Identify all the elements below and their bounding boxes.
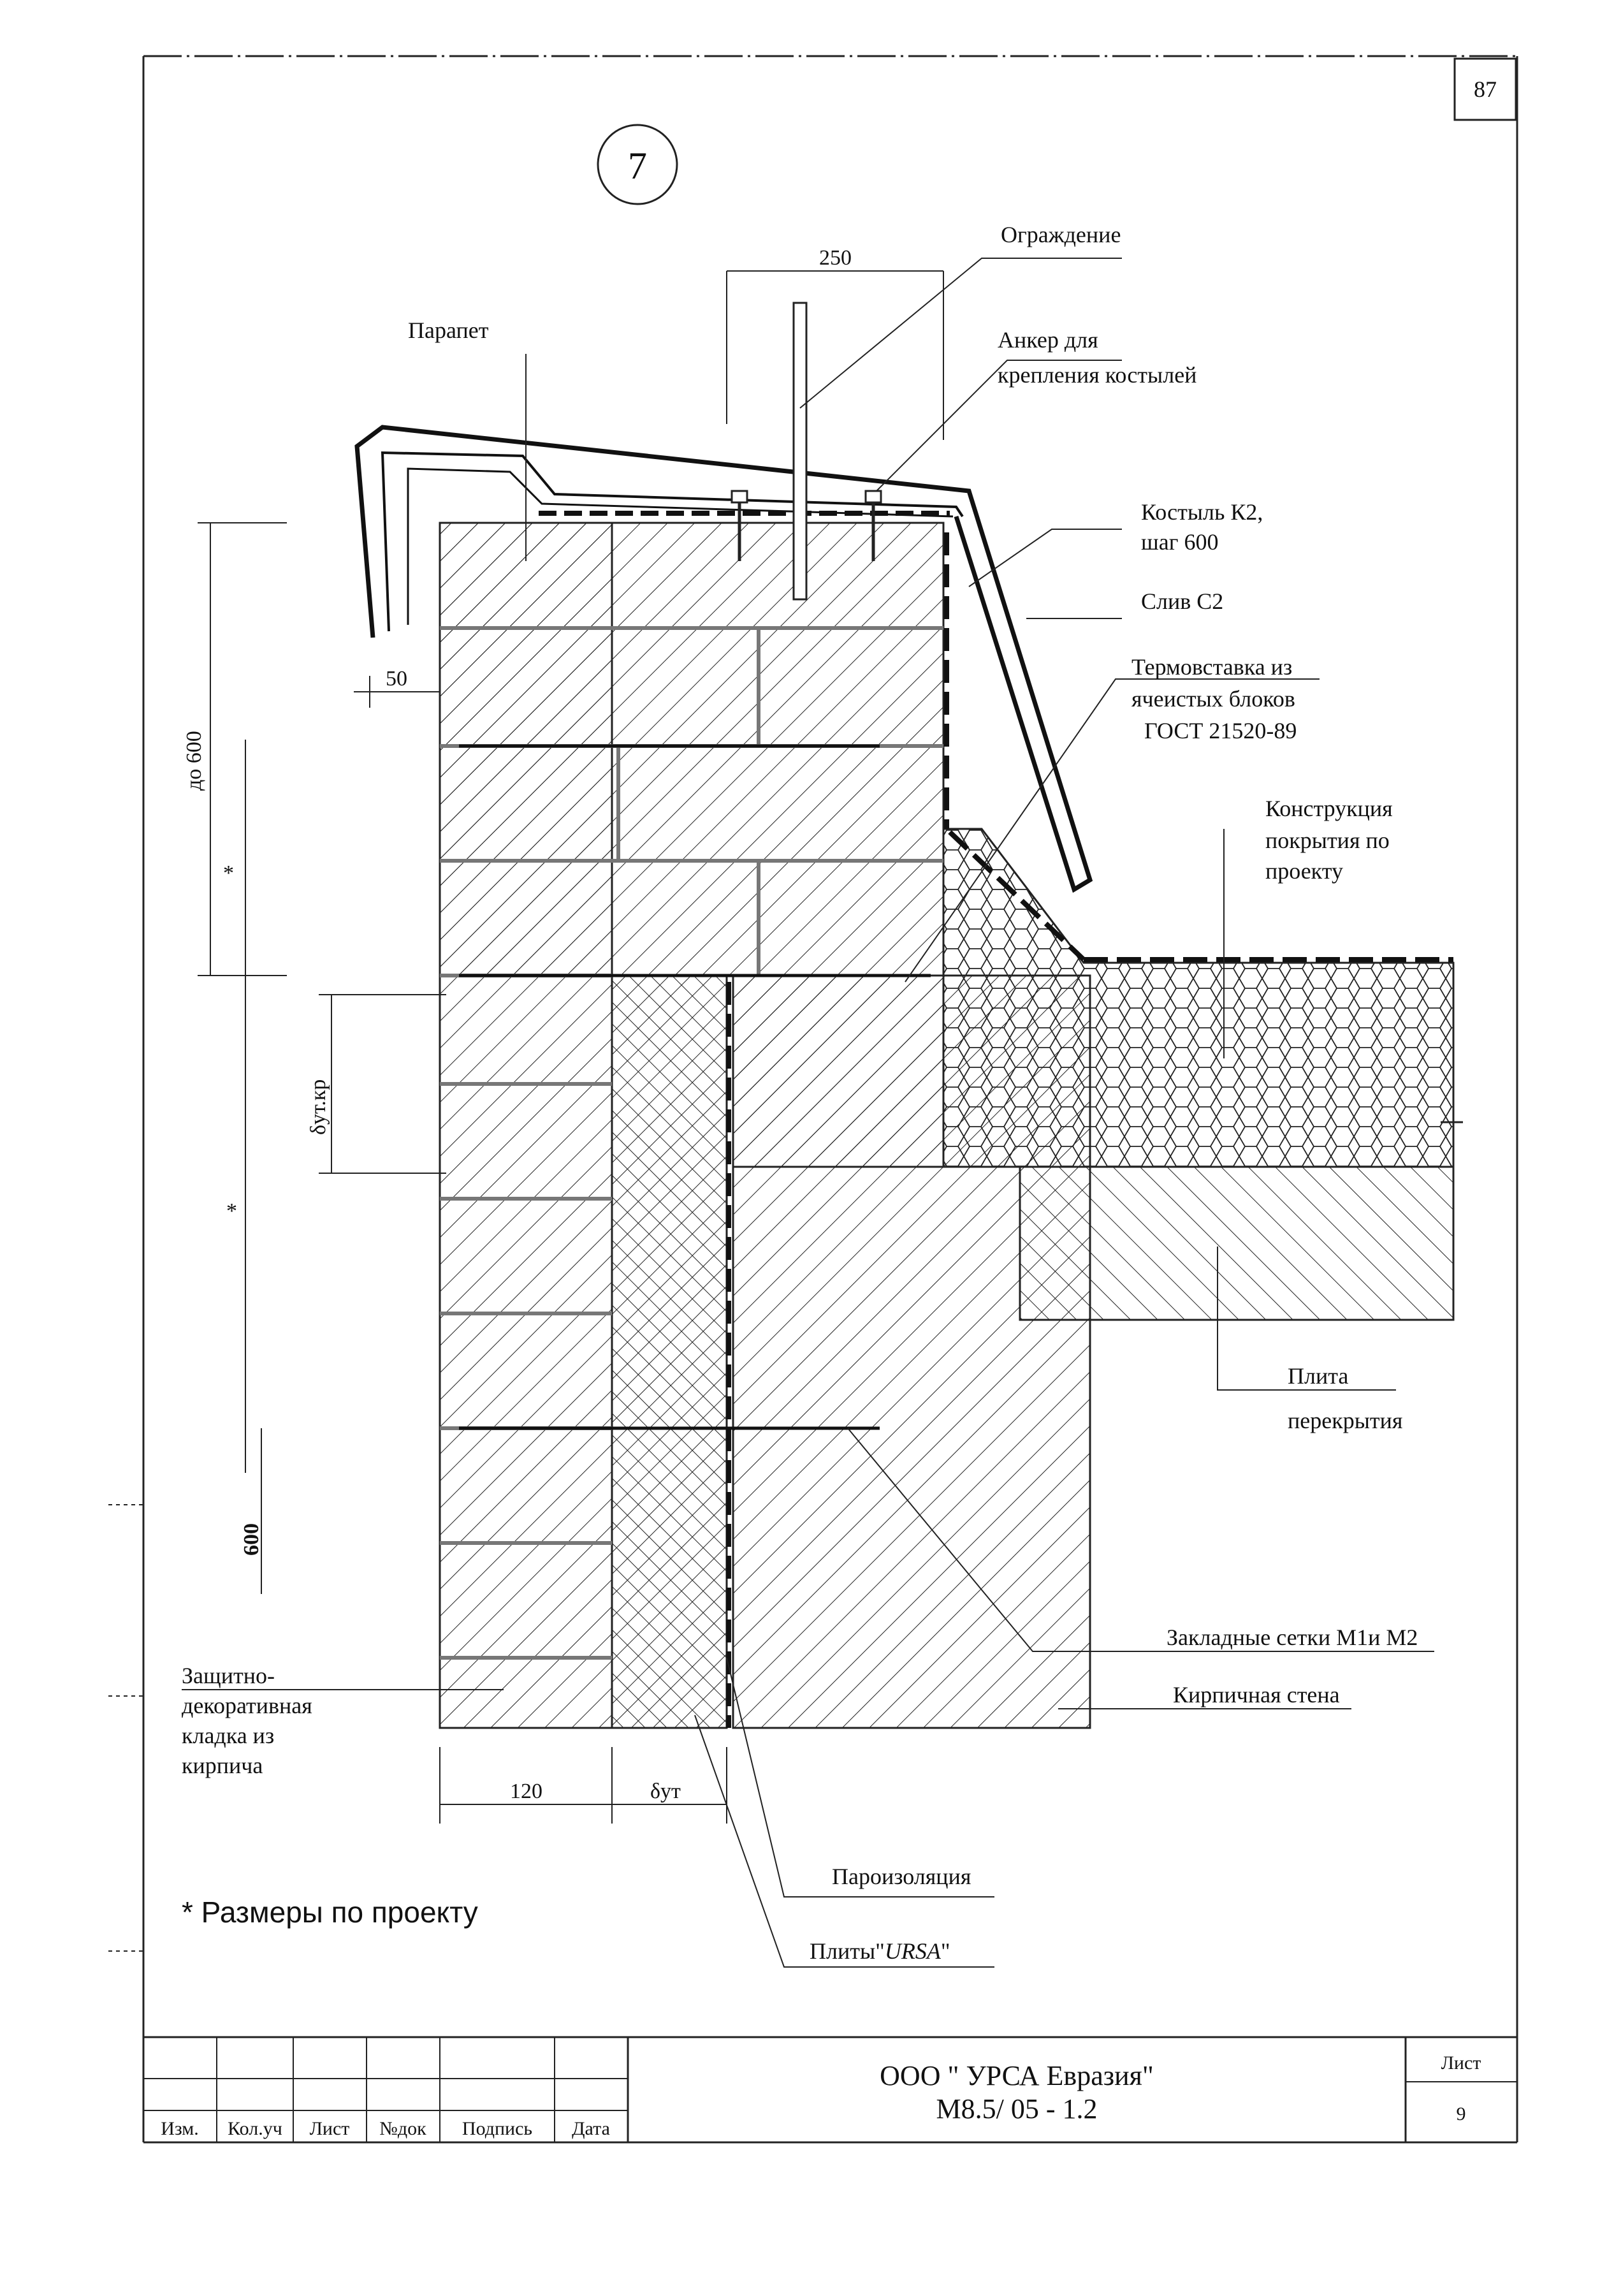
label-plita-2: перекрытия bbox=[1288, 1408, 1402, 1433]
label-termo-2: ячеистых блоков bbox=[1131, 686, 1295, 712]
tb-col-podpis: Подпись bbox=[462, 2118, 532, 2139]
label-plity-prefix: Плиты" bbox=[810, 1938, 885, 1964]
label-zashch-1: Защитно- bbox=[182, 1663, 275, 1688]
leader-lines bbox=[182, 258, 1434, 1968]
label-plity: Плиты"URSA" bbox=[810, 1938, 950, 1964]
label-kirp-stena: Кирпичная стена bbox=[1173, 1682, 1340, 1707]
floor-slab bbox=[1019, 1166, 1455, 1321]
dim-600: 600 bbox=[240, 1523, 263, 1556]
label-kostyl-1: Костыль К2, bbox=[1141, 499, 1263, 525]
label-ograzhdenie: Ограждение bbox=[1001, 222, 1121, 247]
node-callout: 7 bbox=[597, 124, 678, 205]
tb-col-data: Дата bbox=[572, 2118, 610, 2139]
label-anker-1: Анкер для bbox=[998, 327, 1098, 353]
brick-facing bbox=[439, 511, 950, 1729]
parapet-flashing bbox=[354, 425, 1093, 893]
dim-star-2: * bbox=[226, 1199, 237, 1223]
labels: Ограждение Анкер для крепления костылей … bbox=[182, 222, 1418, 1964]
dim-250: 250 bbox=[819, 246, 852, 270]
sheet-number: 87 bbox=[1474, 77, 1497, 102]
label-sliv: Слив С2 bbox=[1141, 589, 1223, 614]
label-plita-1: Плита bbox=[1288, 1363, 1348, 1389]
dim-star: * bbox=[223, 861, 234, 885]
label-termo-3: ГОСТ 21520-89 bbox=[1144, 718, 1297, 743]
label-parapet: Парапет bbox=[408, 318, 489, 343]
label-konstr-1: Конструкция bbox=[1265, 796, 1393, 821]
tb-col-kol-uch: Кол.уч bbox=[228, 2118, 282, 2139]
railing-post bbox=[731, 302, 882, 601]
tb-col-list: Лист bbox=[310, 2118, 350, 2139]
dim-d-ut-kr: δут.кр bbox=[307, 1079, 330, 1135]
tb-code: М8.5/ 05 - 1.2 bbox=[936, 2093, 1098, 2124]
label-plity-suffix: " bbox=[941, 1938, 950, 1964]
footnote: * Размеры по проекту bbox=[182, 1896, 478, 1929]
label-plity-ursa: URSA bbox=[885, 1938, 942, 1964]
dim-120: 120 bbox=[510, 1780, 542, 1803]
label-kostyl-2: шаг 600 bbox=[1141, 529, 1218, 555]
thermal-insert bbox=[732, 974, 945, 1168]
title-block: Изм. Кол.уч Лист №док Подпись Дата ООО "… bbox=[143, 2036, 1517, 2142]
label-zashch-4: кирпича bbox=[182, 1753, 263, 1778]
tb-list-number: 9 bbox=[1457, 2103, 1466, 2124]
sheet-frame bbox=[108, 55, 1518, 2144]
label-zakladnye: Закладные сетки М1и М2 bbox=[1167, 1625, 1418, 1650]
node-number: 7 bbox=[628, 145, 647, 187]
label-paroizol: Пароизоляция bbox=[832, 1864, 971, 1889]
ursa-insulation bbox=[611, 974, 731, 1729]
tb-list-label: Лист bbox=[1441, 2052, 1481, 2073]
dim-d-ut: δут bbox=[650, 1780, 681, 1803]
label-termo-1: Термовставка из bbox=[1131, 654, 1292, 680]
label-zashch-3: кладка из bbox=[182, 1723, 274, 1748]
dim-do600: до 600 bbox=[182, 731, 206, 791]
label-zashch-2: декоративная bbox=[182, 1693, 312, 1718]
tb-col-ndok: №док bbox=[379, 2118, 426, 2139]
sheet-number-box: 87 bbox=[1453, 57, 1517, 121]
dim-50: 50 bbox=[386, 667, 407, 691]
label-konstr-3: проекту bbox=[1265, 858, 1343, 884]
label-anker-2: крепления костылей bbox=[998, 362, 1196, 388]
dimension-lines bbox=[198, 270, 944, 1824]
tb-col-izm: Изм. bbox=[161, 2118, 199, 2139]
label-konstr-2: покрытия по bbox=[1265, 828, 1390, 853]
tb-org: ООО " УРСА Евразия" bbox=[880, 2060, 1154, 2091]
roof-insulation bbox=[942, 828, 1463, 1168]
